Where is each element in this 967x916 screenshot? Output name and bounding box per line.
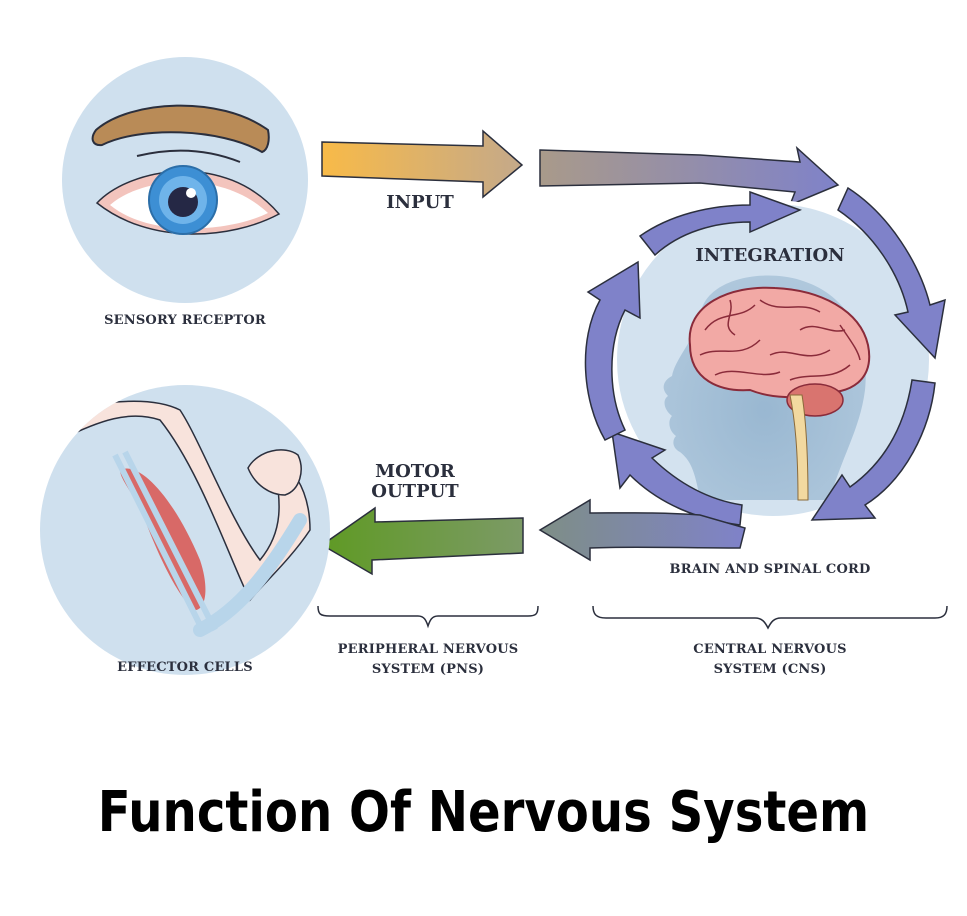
cns-line1: CENTRAL NERVOUS: [693, 642, 847, 657]
pns-line1: PERIPHERAL NERVOUS: [337, 642, 519, 657]
integration-cycle: [584, 186, 946, 526]
effector-cells-label: EFFECTOR CELLS: [117, 660, 253, 675]
pns-bracket: [317, 605, 539, 629]
brain-spinal-cord-label: BRAIN AND SPINAL CORD: [669, 562, 871, 577]
cycle-arrow-right-top: [837, 186, 946, 360]
motor-output-label: MOTOR OUTPUT: [360, 462, 470, 502]
eyebrow-icon: [91, 104, 270, 154]
input-arrow: [321, 129, 524, 199]
fist-icon: [247, 449, 302, 496]
motor-output-line2: OUTPUT: [371, 481, 459, 502]
motor-output-line1: MOTOR: [375, 461, 455, 482]
cycle-arrow-right-bottom: [810, 379, 936, 521]
effector-cells-illustration: [40, 385, 330, 675]
pns-label: PERIPHERAL NERVOUS SYSTEM (PNS): [318, 640, 538, 680]
spinal-cord-icon: [789, 394, 809, 501]
sensory-receptor-illustration: [62, 57, 308, 303]
cycle-arrows: [584, 186, 946, 526]
cns-line2: SYSTEM (CNS): [713, 662, 827, 677]
sensory-receptor-label: SENSORY RECEPTOR: [104, 313, 266, 328]
page-title: Function Of Nervous System: [97, 780, 870, 845]
cycle-arrow-left: [584, 260, 641, 441]
cycle-arrow-top: [638, 190, 803, 257]
input-label: INPUT: [386, 192, 454, 213]
cns-label: CENTRAL NERVOUS SYSTEM (CNS): [660, 640, 880, 680]
cns-bracket: [592, 605, 948, 630]
arrow-into-integration: [539, 145, 840, 207]
arrow-out-of-integration: [538, 498, 746, 562]
pns-line2: SYSTEM (PNS): [371, 662, 485, 677]
integration-label: INTEGRATION: [695, 245, 845, 266]
motor-output-arrow: [320, 506, 524, 576]
